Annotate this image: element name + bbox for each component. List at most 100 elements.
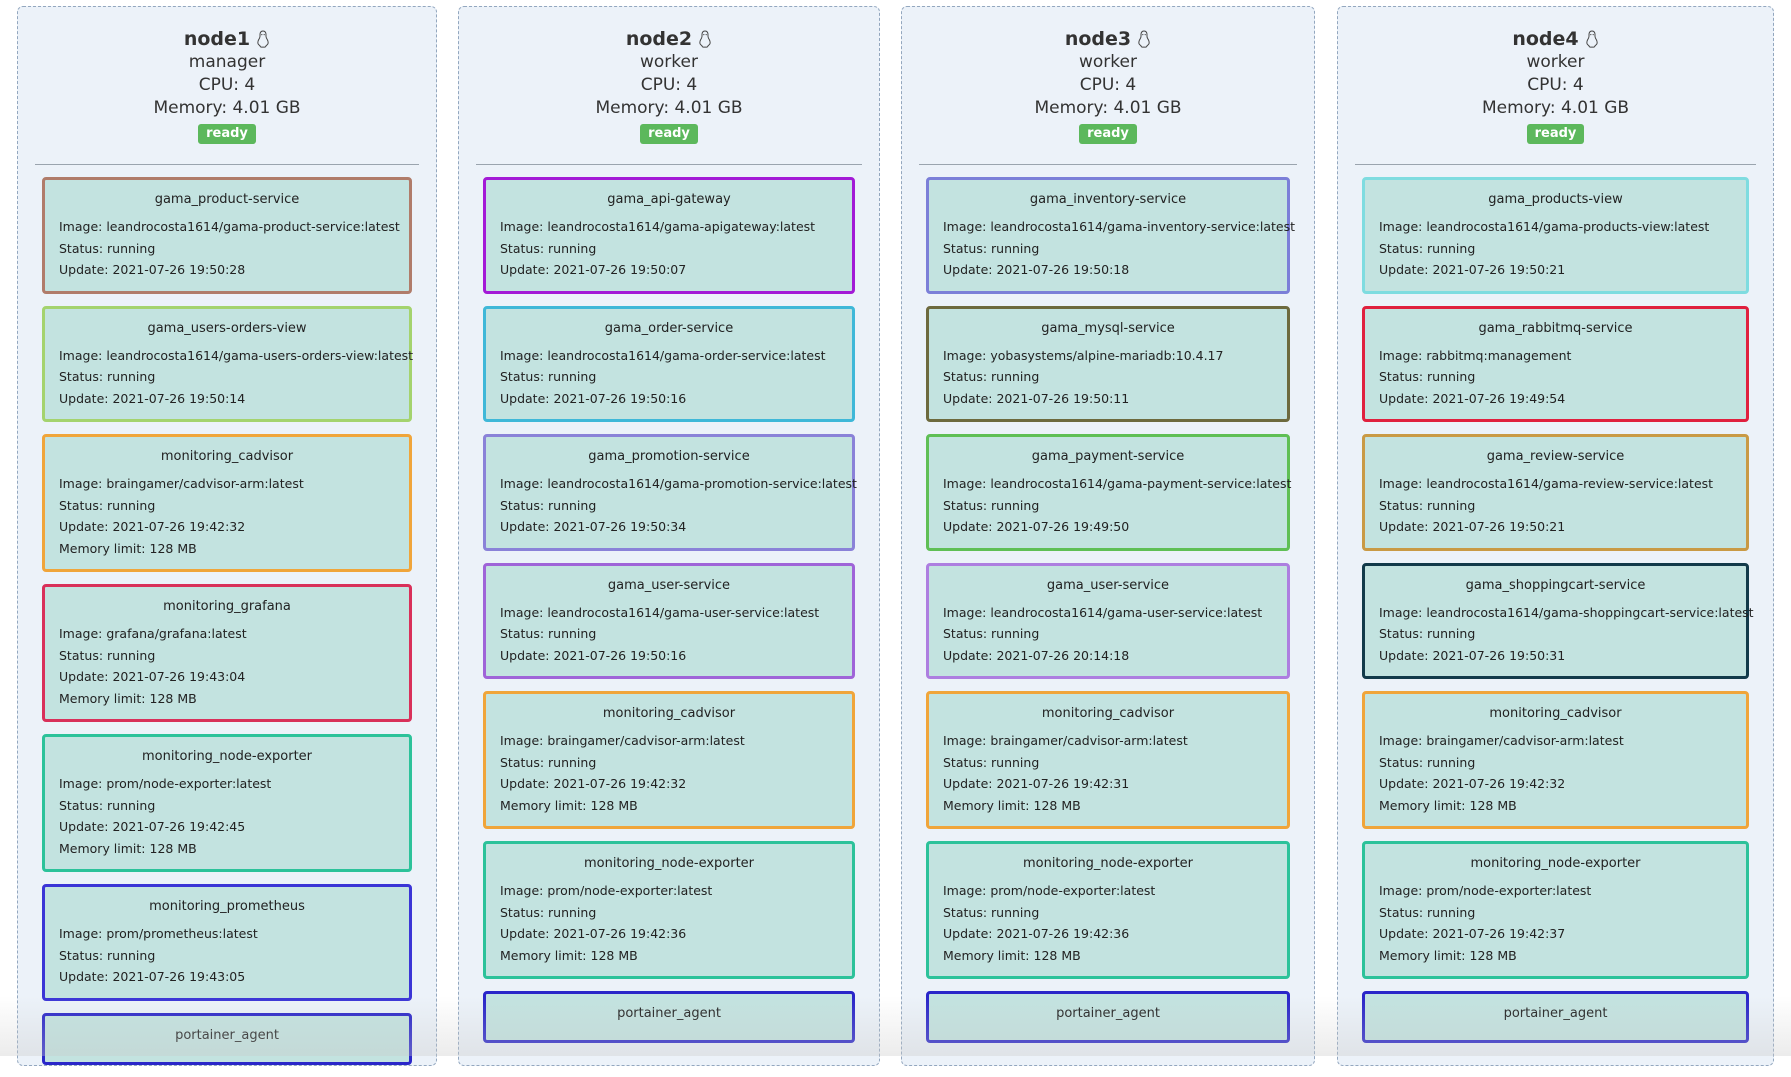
task-status: Status: running [943, 240, 1040, 256]
task-name: gama_order-service [604, 320, 734, 336]
task-update: Update: 2021-07-26 19:50:21 [1379, 519, 1566, 534]
task-update: Update: 2021-07-26 19:50:14 [59, 390, 246, 406]
task-update: Update: 2021-07-26 19:50:31 [1379, 647, 1566, 663]
status-badge: ready [1079, 124, 1137, 144]
task-update: Update: 2021-07-26 19:50:16 [500, 647, 687, 663]
linux-icon [1585, 30, 1599, 48]
task-name: gama_users-orders-view [147, 320, 307, 336]
task-card[interactable]: portainer_agent [42, 1012, 412, 1065]
task-name: monitoring_node-exporter [141, 749, 313, 764]
node-title: node4 [1512, 27, 1598, 51]
task-image: Image: leandrocosta1614/gama-product-ser… [59, 219, 400, 234]
task-status: Status: running [943, 626, 1040, 641]
node-role: worker [640, 52, 698, 72]
linux-icon [256, 30, 270, 48]
task-status: Status: running [500, 497, 597, 513]
task-name: monitoring_node-exporter [1022, 856, 1194, 871]
node-cpu: CPU: 4 [1527, 75, 1584, 95]
task-card[interactable]: portainer_agent [1362, 991, 1749, 1043]
task-update: Update: 2021-07-26 19:42:37 [1379, 926, 1566, 941]
task-card[interactable]: portainer_agent [926, 991, 1290, 1043]
node-title: node2 [626, 27, 712, 51]
divider [35, 164, 419, 165]
linux-icon [698, 30, 712, 48]
task-update: Update: 2021-07-26 19:50:21 [1379, 262, 1566, 277]
task-image: Image: leandrocosta1614/gama-review-serv… [1379, 476, 1714, 491]
task-image: Image: braingamer/cadvisor-arm:latest [943, 733, 1188, 748]
task-status: Status: running [943, 904, 1040, 920]
task-name: gama_promotion-service [588, 449, 750, 464]
node-role: worker [1526, 52, 1585, 72]
node-memory: Memory: 4.01 GB [595, 98, 743, 118]
divider [1355, 164, 1756, 165]
task-name: monitoring_node-exporter [583, 856, 755, 871]
task-update: Update: 2021-07-26 19:49:50 [943, 519, 1130, 534]
task-name: gama_api-gateway [607, 192, 731, 207]
task-update: Update: 2021-07-26 20:14:18 [943, 647, 1130, 663]
task-name: portainer_agent [1503, 1006, 1608, 1021]
task-status: Status: running [500, 369, 597, 384]
task-update: Update: 2021-07-26 19:50:16 [500, 390, 687, 406]
task-status: Status: running [1379, 497, 1476, 513]
task-update: Update: 2021-07-26 19:42:32 [500, 776, 687, 791]
task-update: Update: 2021-07-26 19:42:36 [500, 926, 687, 941]
task-update: Update: 2021-07-26 19:50:07 [500, 262, 687, 277]
node-memory: Memory: 4.01 GB [1034, 98, 1182, 118]
node-memory: Memory: 4.01 GB [1481, 98, 1630, 118]
task-name: monitoring_cadvisor [1489, 706, 1622, 721]
task-status: Status: running [500, 754, 597, 770]
task-memory-limit: Memory limit: 128 MB [943, 797, 1081, 813]
task-update: Update: 2021-07-26 19:42:32 [1379, 776, 1566, 791]
task-name: portainer_agent [617, 1006, 721, 1021]
task-name: gama_products-view [1488, 192, 1623, 207]
task-image: Image: leandrocosta1614/gama-shoppingcar… [1379, 604, 1754, 620]
task-status: Status: running [1379, 369, 1476, 384]
task-status: Status: running [943, 369, 1040, 384]
task-update: Update: 2021-07-26 19:42:32 [59, 519, 246, 534]
node-title: node3 [1065, 27, 1151, 51]
task-status: Status: running [1379, 626, 1476, 641]
status-badge: ready [640, 124, 698, 144]
task-status: Status: running [1379, 904, 1476, 920]
task-card[interactable]: portainer_agent [483, 991, 855, 1043]
task-name: gama_rabbitmq-service [1478, 320, 1633, 336]
task-status: Status: running [59, 647, 156, 663]
task-status: Status: running [1379, 754, 1476, 770]
task-status: Status: running [59, 797, 156, 813]
node-memory: Memory: 4.01 GB [153, 98, 301, 118]
task-name: gama_product-service [154, 192, 300, 207]
node-cpu: CPU: 4 [198, 75, 256, 95]
task-memory-limit: Memory limit: 128 MB [1379, 947, 1517, 963]
task-image: Image: leandrocosta1614/gama-order-servi… [500, 347, 826, 363]
